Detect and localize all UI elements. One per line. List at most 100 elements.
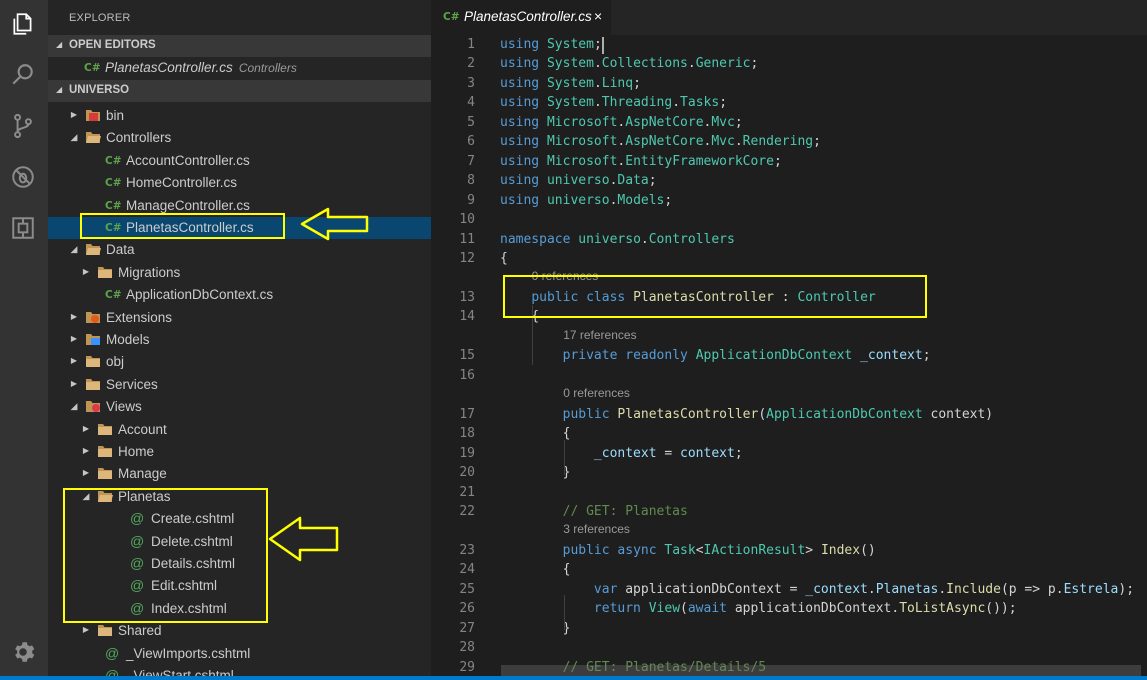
code-line[interactable]: { — [500, 562, 571, 578]
chevron-down-icon[interactable]: ◢ — [82, 490, 90, 501]
chevron-right-icon[interactable]: ▶ — [82, 266, 90, 276]
file-item[interactable]: C#HomeController.cs — [48, 172, 431, 194]
code-line[interactable]: var applicationDbContext = _context.Plan… — [593, 581, 1135, 597]
folder-item[interactable]: ▶Manage — [48, 463, 431, 485]
csharp-file-icon: C# — [105, 199, 122, 212]
code-line[interactable]: using Microsoft.AspNetCore.Mvc; — [500, 114, 743, 130]
code-line[interactable]: public async Task<IActionResult> Index() — [562, 542, 876, 558]
code-lens-references[interactable]: 3 references — [563, 522, 630, 537]
file-item[interactable]: @Create.cshtml — [48, 508, 431, 530]
code-line[interactable]: public PlanetasController(ApplicationDbC… — [562, 406, 994, 422]
folder-item[interactable]: ▶Home — [48, 441, 431, 463]
code-line[interactable]: using Microsoft.EntityFrameworkCore; — [500, 153, 782, 169]
file-item[interactable]: @_ViewImports.cshtml — [48, 643, 431, 665]
extensions-icon[interactable] — [8, 213, 38, 243]
chevron-down-icon: ◢ — [56, 40, 63, 49]
folder-icon — [97, 444, 113, 460]
code-lens-references[interactable]: 17 references — [563, 327, 637, 342]
code-line[interactable]: using System.Linq; — [500, 75, 641, 91]
file-item[interactable]: @Index.cshtml — [48, 598, 431, 620]
close-icon[interactable]: × — [594, 8, 603, 24]
file-item[interactable]: @Details.cshtml — [48, 553, 431, 575]
code-line[interactable]: using universo.Data; — [500, 173, 657, 189]
razor-file-icon: @ — [130, 555, 145, 571]
files-icon[interactable] — [8, 9, 38, 39]
code-line[interactable]: _context = context; — [593, 445, 743, 461]
code-line[interactable]: using System.Threading.Tasks; — [500, 95, 728, 111]
explorer-title: EXPLORER — [69, 12, 131, 24]
code-line[interactable]: // GET: Planetas/Details/5 — [500, 659, 767, 675]
folder-item[interactable]: ◢Controllers — [48, 127, 431, 149]
file-item[interactable]: @Edit.cshtml — [48, 575, 431, 597]
text-cursor — [602, 37, 604, 54]
folder-item[interactable]: ▶obj — [48, 351, 431, 373]
code-line[interactable]: using Microsoft.AspNetCore.Mvc.Rendering… — [500, 134, 821, 150]
line-number: 6 — [467, 134, 475, 150]
folder-item[interactable]: ▶Shared — [48, 620, 431, 642]
chevron-right-icon[interactable]: ▶ — [70, 110, 78, 119]
source-control-icon[interactable] — [8, 111, 38, 141]
folder-item[interactable]: ▶Models — [48, 329, 431, 351]
file-item[interactable]: C#PlanetasController.cs — [48, 217, 431, 239]
tab-planetas-controller[interactable]: C# PlanetasController.cs × — [431, 0, 611, 35]
csharp-file-icon: C# — [105, 289, 122, 302]
code-line[interactable]: } — [500, 620, 571, 636]
folder-item[interactable]: ◢ Data — [48, 239, 431, 261]
chevron-right-icon[interactable]: ▶ — [82, 468, 90, 478]
file-item[interactable]: C#AccountController.cs — [48, 150, 431, 172]
code-line[interactable]: return View(await applicationDbContext.T… — [593, 601, 1017, 617]
code-line[interactable]: public class PlanetasController : Contro… — [531, 289, 876, 305]
folder-item[interactable]: ◢Planetas — [48, 486, 431, 508]
project-header[interactable]: ◢ UNIVERSO — [48, 80, 431, 102]
razor-file-icon: @ — [130, 599, 145, 616]
line-number: 23 — [459, 542, 475, 558]
search-icon[interactable] — [8, 60, 38, 90]
folder-item[interactable]: ▶Account — [48, 419, 431, 441]
code-line[interactable]: using System.Collections.Generic; — [500, 56, 759, 72]
folder-item[interactable]: ▶Extensions — [48, 307, 431, 329]
code-lens-references[interactable]: 0 references — [563, 386, 630, 401]
line-number: 19 — [459, 445, 475, 461]
tree-item-label: Create.cshtml — [151, 511, 235, 527]
chevron-right-icon[interactable]: ▶ — [82, 625, 90, 635]
chevron-down-icon[interactable]: ◢ — [70, 244, 78, 255]
code-line[interactable]: using universo.Models; — [500, 192, 673, 208]
code-line[interactable]: { — [500, 426, 571, 442]
line-number: 28 — [459, 640, 475, 656]
chevron-right-icon[interactable]: ▶ — [82, 423, 90, 433]
horizontal-scrollbar[interactable] — [501, 665, 1141, 677]
code-line[interactable]: { — [500, 250, 508, 266]
chevron-right-icon[interactable]: ▶ — [70, 311, 78, 321]
folder-item[interactable]: ◢Views — [48, 396, 431, 418]
code-line[interactable]: } — [500, 465, 571, 481]
chevron-right-icon[interactable]: ▶ — [82, 446, 90, 455]
folder-icon — [97, 489, 113, 505]
tree-item-label: Edit.cshtml — [151, 578, 218, 594]
tree-item-label: Data — [106, 242, 135, 258]
chevron-right-icon[interactable]: ▶ — [70, 334, 78, 343]
indent-guide — [532, 305, 533, 365]
code-line[interactable]: namespace universo.Controllers — [500, 231, 735, 247]
folder-icon — [85, 242, 101, 258]
code-line[interactable]: private readonly ApplicationDbContext _c… — [562, 348, 931, 364]
open-editors-header[interactable]: ◢ OPEN EDITORS — [48, 35, 431, 57]
debug-icon[interactable] — [8, 162, 38, 192]
code-line[interactable]: // GET: Planetas — [500, 503, 688, 519]
gear-icon[interactable] — [8, 637, 38, 667]
file-item[interactable]: C#ManageController.cs — [48, 195, 431, 217]
code-line[interactable]: using System; — [500, 37, 602, 52]
folder-item[interactable]: ▶Migrations — [48, 262, 431, 284]
chevron-down-icon[interactable]: ◢ — [70, 132, 78, 143]
line-number: 3 — [467, 75, 475, 91]
chevron-right-icon[interactable]: ▶ — [70, 378, 78, 388]
chevron-down-icon[interactable]: ◢ — [70, 401, 78, 412]
csharp-file-icon: C# — [105, 177, 122, 190]
razor-file-icon: @ — [130, 532, 145, 549]
folder-item[interactable]: ▶bin — [48, 105, 431, 127]
chevron-right-icon[interactable]: ▶ — [70, 356, 78, 366]
file-item[interactable]: C#ApplicationDbContext.cs — [48, 284, 431, 306]
file-item[interactable]: @Delete.cshtml — [48, 531, 431, 553]
folder-item[interactable]: ▶Services — [48, 374, 431, 396]
